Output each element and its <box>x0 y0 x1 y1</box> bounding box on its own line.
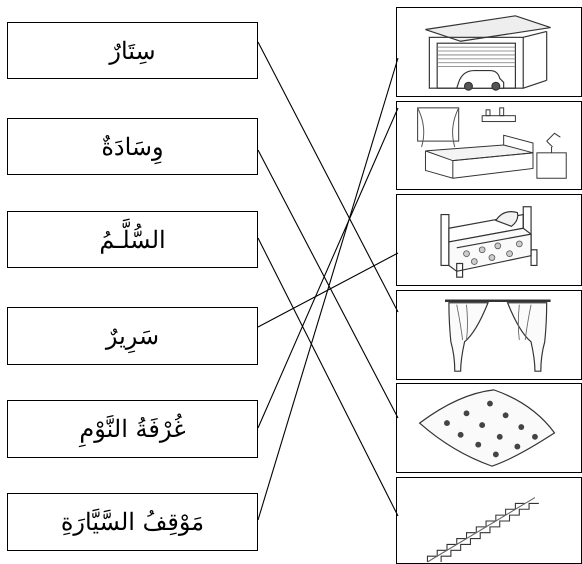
curtains-icon <box>445 299 551 372</box>
pillow-icon <box>418 389 556 467</box>
picture-box-garage[interactable] <box>396 7 582 97</box>
word-label: وِسَادَةٌ <box>101 132 164 161</box>
match-line-5 <box>257 107 399 429</box>
match-line-1 <box>257 41 399 313</box>
word-box-garage[interactable]: مَوْقِفُ السَّيَّارَةِ <box>7 493 258 551</box>
picture-box-pillow[interactable] <box>396 383 582 473</box>
bed-icon <box>440 206 538 278</box>
word-label: غُرْفَةُ النَّوْمِ <box>79 415 186 443</box>
word-label: مَوْقِفُ السَّيَّارَةِ <box>60 508 205 536</box>
word-box-bed[interactable]: سَرِيرٌ <box>7 307 258 365</box>
match-line-3 <box>257 237 399 517</box>
word-box-stairs[interactable]: السُّلَّـمُ <box>7 211 258 268</box>
word-box-pillow[interactable]: وِسَادَةٌ <box>7 118 258 175</box>
match-line-2 <box>257 149 399 419</box>
word-label: سَرِيرٌ <box>105 322 160 350</box>
picture-box-bedroom[interactable] <box>396 101 582 190</box>
bedroom-icon <box>417 107 567 179</box>
word-label: سِتَارٌ <box>109 36 156 65</box>
stairs-icon <box>426 497 539 563</box>
match-line-6 <box>257 57 399 521</box>
picture-box-stairs[interactable] <box>396 477 582 564</box>
garage-with-car-icon <box>425 15 551 91</box>
word-box-curtain[interactable]: سِتَارٌ <box>7 22 258 79</box>
picture-box-curtains[interactable] <box>396 290 582 380</box>
word-box-bedroom[interactable]: غُرْفَةُ النَّوْمِ <box>7 400 258 458</box>
picture-box-bed[interactable] <box>396 194 582 286</box>
word-label: السُّلَّـمُ <box>99 225 166 254</box>
